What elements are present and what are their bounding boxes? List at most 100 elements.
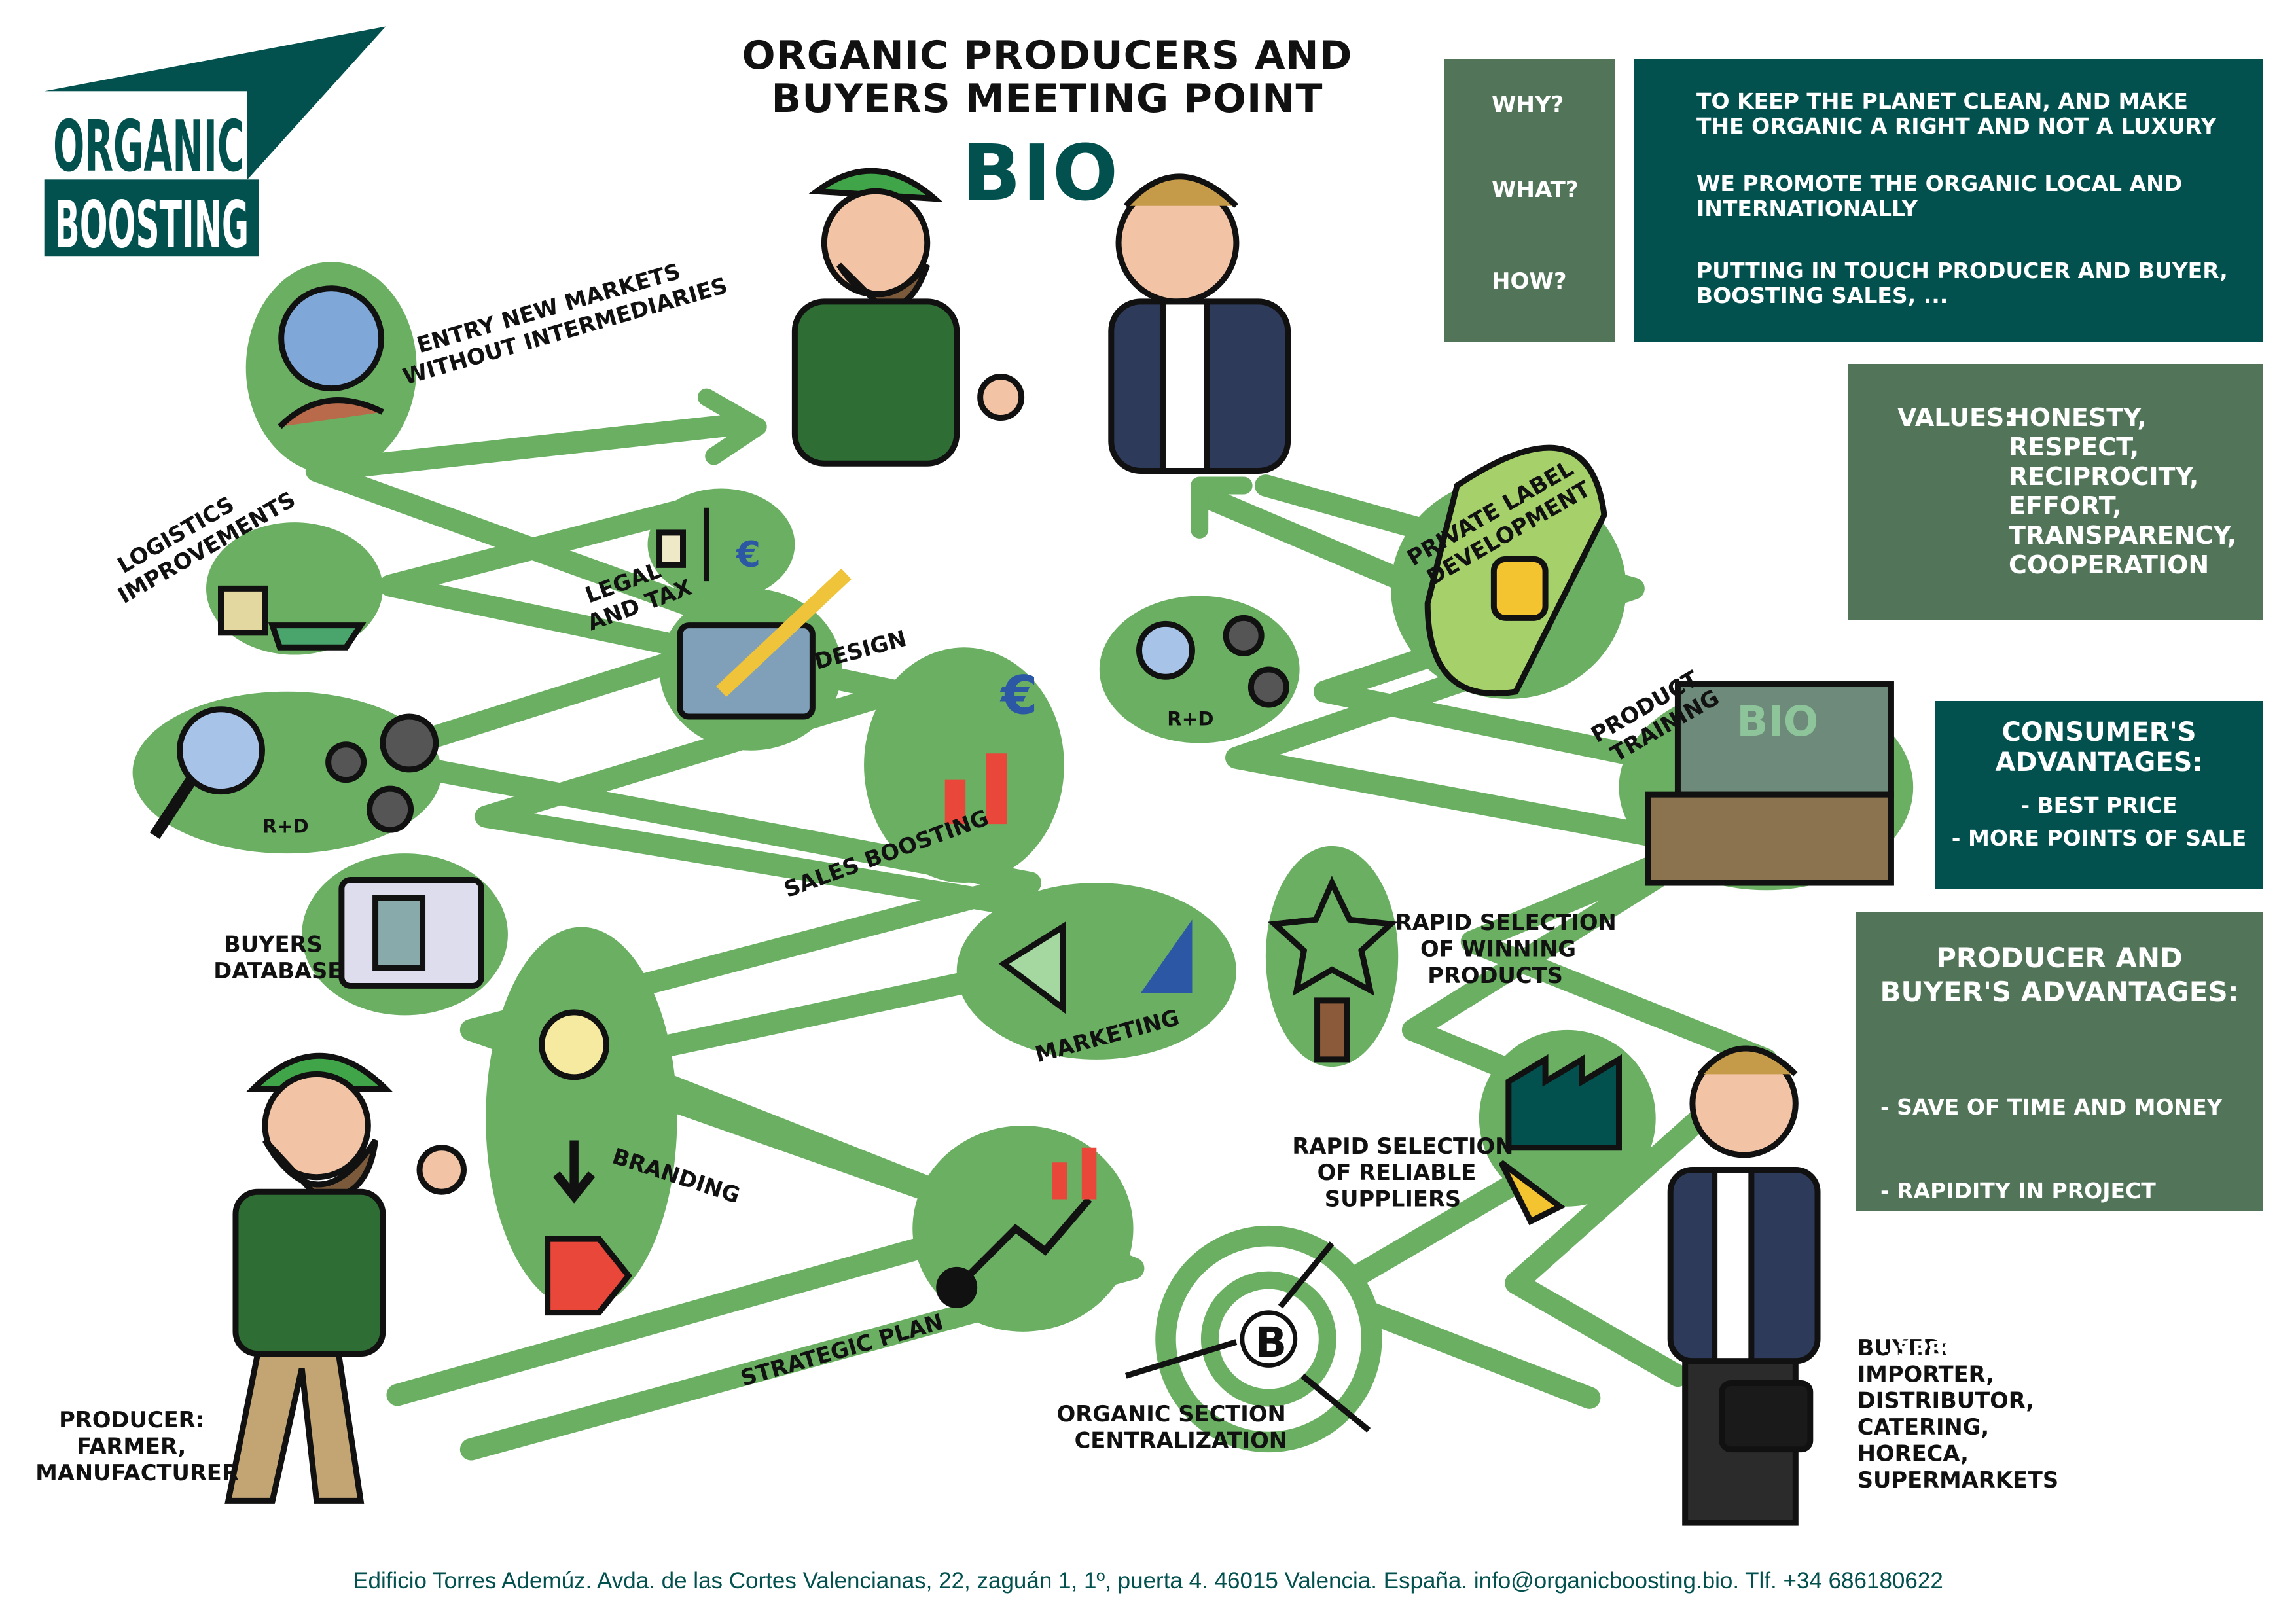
label-buyer: HORECA, (1857, 1441, 1969, 1467)
globe-icon (278, 285, 385, 392)
answer-why: THE ORGANIC A RIGHT AND NOT A LUXURY (1696, 113, 2217, 139)
values-box: VALUES: HONESTY, RESPECT, RECIPROCITY, E… (1848, 364, 2263, 620)
producer-buyer-item: - SAVE OF TIME AND MONEY (1880, 1094, 2223, 1120)
consumer-title: ADVANTAGES: (1995, 747, 2203, 777)
arrow-down-icon (552, 1140, 596, 1204)
value-item: HONESTY, (2009, 403, 2147, 432)
label-buyer: BUYER: (1857, 1335, 1949, 1361)
label-reliable-suppliers: OF RELIABLE (1318, 1160, 1477, 1185)
label-producer: MANUFACTURER (35, 1460, 239, 1486)
page-title: ORGANIC PRODUCERS AND BUYERS MEETING POI… (720, 34, 1374, 120)
gear-icon (380, 713, 439, 773)
factory-icon (1505, 1054, 1622, 1151)
label-centralization: CENTRALIZATION (1075, 1427, 1287, 1453)
label-reliable-suppliers: SUPPLIERS (1325, 1186, 1461, 1212)
strategy-arrow-icon (961, 1196, 1092, 1283)
label-winning-products: OF WINNING (1420, 936, 1576, 961)
gear-icon (1223, 615, 1265, 656)
producer-buyer-title: PRODUCER AND (1936, 942, 2183, 974)
arrow-icon (1300, 1373, 1371, 1433)
magnifier-icon (1136, 620, 1195, 680)
label-winning-products: PRODUCTS (1427, 963, 1563, 988)
label-producer: PRODUCER: (59, 1407, 204, 1433)
arrow-icon (1124, 1339, 1238, 1379)
answers-box: TO KEEP THE PLANET CLEAN, AND MAKE THE O… (1634, 59, 2263, 342)
value-item: RECIPROCITY, (2009, 462, 2199, 491)
question-how: HOW? (1492, 268, 1567, 294)
questions-box: WHY? WHAT? HOW? (1444, 59, 1615, 342)
label-winning-products: RAPID SELECTION (1395, 910, 1617, 935)
consumer-item: - BEST PRICE (2020, 793, 2178, 818)
answer-what: INTERNATIONALLY (1696, 195, 1918, 221)
euro-icon: € (734, 534, 761, 575)
strategy-chart-icon (1037, 1147, 1097, 1200)
document-icon (656, 529, 686, 568)
consumer-advantages-box: CONSUMER'S ADVANTAGES: - BEST PRICE - MO… (1935, 701, 2263, 889)
target-letter: B (1255, 1319, 1287, 1366)
pencil-icon (716, 568, 852, 697)
megaphone-icon (998, 921, 1066, 1014)
characters (224, 168, 1821, 1526)
producer-buyer-item: DEVELOPMENT (1880, 1253, 2076, 1278)
gear-icon (325, 741, 367, 783)
question-why: WHY? (1492, 92, 1564, 118)
handshake (977, 374, 1025, 421)
label-buyers-database: DATABASE (213, 958, 342, 984)
magnifier-icon (177, 706, 265, 795)
producer-buyer-title: BUYER'S ADVANTAGES: (1880, 976, 2239, 1008)
thumbs-up-icon (1490, 556, 1549, 621)
label-centralization: ORGANIC SECTION (1057, 1401, 1286, 1427)
icons: € € BIO B (149, 285, 1894, 1453)
board-bio-text: BIO (1736, 698, 1818, 745)
tag-icon (545, 1236, 633, 1316)
sales-chart-icon (915, 753, 1022, 825)
label-rd-right: R+D (1167, 707, 1213, 730)
label-reliable-suppliers: RAPID SELECTION (1292, 1133, 1513, 1159)
ship-icon (268, 622, 367, 651)
label-rd-left: R+D (262, 815, 308, 838)
logo-text-organic: ORGANIC (53, 106, 244, 188)
answer-how: PUTTING IN TOUCH PRODUCER AND BUYER, (1696, 258, 2228, 283)
label-buyer: SUPERMARKETS (1857, 1467, 2058, 1493)
lightbulb-icon (539, 1009, 610, 1080)
value-item: EFFORT, (2009, 491, 2122, 520)
farmer-handshake-character (791, 168, 960, 467)
value-item: TRANSPARENCY, (2009, 521, 2237, 550)
producer-buyer-advantages-box: PRODUCER AND BUYER'S ADVANTAGES: - SAVE … (1856, 912, 2263, 1362)
title-line: BUYERS MEETING POINT (771, 76, 1323, 122)
answer-how: BOOSTING SALES, ... (1696, 282, 1948, 308)
question-what: WHAT? (1492, 177, 1579, 203)
producer-character (224, 1052, 467, 1504)
star-icon (1267, 876, 1398, 997)
answer-what: WE PROMOTE THE ORGANIC LOCAL AND (1696, 171, 2183, 196)
logo: ORGANIC BOOSTING (44, 26, 386, 263)
pointing-hand-icon (1498, 1160, 1566, 1226)
gear-icon (367, 785, 414, 833)
logo-triangle (44, 26, 386, 180)
crane-icon (218, 585, 268, 636)
audience-icon (1645, 791, 1894, 886)
label-strategic-plan: STRATEGIC PLAN (738, 1309, 946, 1391)
producer-buyer-item: - RAPIDITY IN PROJECT (1880, 1178, 2156, 1204)
gear-icon (1247, 666, 1289, 708)
producer-buyer-item: - SPECIALIZATION (1880, 1336, 2096, 1362)
handshake-icon (278, 397, 384, 429)
arrow-icon (1278, 1241, 1335, 1309)
consumer-item: - MORE POINTS OF SALE (1951, 825, 2247, 851)
arrow-head-right (1191, 476, 1253, 539)
title-line: ORGANIC PRODUCERS AND (742, 33, 1353, 79)
consumer-title: CONSUMER'S (2001, 717, 2197, 747)
value-item: COOPERATION (2009, 550, 2210, 579)
label-buyer: IMPORTER, (1857, 1361, 1994, 1387)
values-label: VALUES: (1897, 403, 2015, 432)
label-producer: FARMER, (77, 1433, 186, 1459)
label-buyer: CATERING, (1857, 1414, 1989, 1440)
label-buyers-database: BUYERS (224, 932, 323, 957)
chalkboard-icon (1674, 681, 1894, 798)
pointing-hand-icon (1314, 997, 1350, 1063)
businessman-handshake-character (1108, 173, 1291, 474)
label-buyer: DISTRIBUTOR, (1857, 1388, 2034, 1414)
logo-text-boosting: BOOSTING (54, 188, 249, 263)
footer-contact: Edificio Torres Ademúz. Avda. de las Cor… (353, 1568, 1943, 1594)
